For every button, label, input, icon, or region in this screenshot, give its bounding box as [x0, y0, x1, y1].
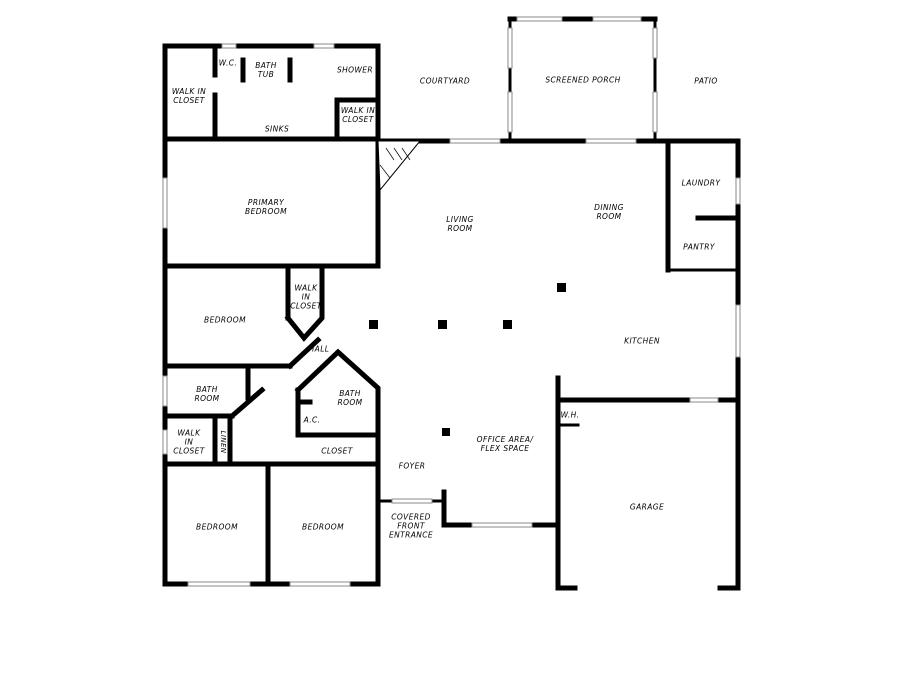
- room-label-bath-room-1: BATH ROOM: [194, 385, 220, 403]
- room-label-screened-porch: SCREENED PORCH: [545, 75, 621, 85]
- room-label-bath-room-2: BATH ROOM: [337, 389, 363, 407]
- room-label-patio: PATIO: [694, 76, 718, 86]
- room-label-hall: HALL: [308, 344, 330, 354]
- room-label-garage: GARAGE: [629, 502, 665, 512]
- room-label-bath-tub: BATH TUB: [255, 61, 277, 79]
- room-label-wh: W.H.: [560, 410, 580, 420]
- room-label-office: OFFICE AREA/ FLEX SPACE: [476, 435, 534, 453]
- room-label-wc: W.C.: [218, 58, 238, 68]
- room-label-sinks: SINKS: [264, 124, 290, 134]
- room-label-linen: LINEN: [219, 430, 227, 454]
- room-label-laundry: LAUNDRY: [681, 178, 721, 188]
- primary-bath-walls: [162, 43, 381, 269]
- screened-porch-walls: [507, 16, 658, 141]
- room-label-kitchen: KITCHEN: [624, 336, 660, 346]
- room-label-living-room: LIVING ROOM: [446, 215, 474, 233]
- room-label-covered-entrance: COVERED FRONT ENTRANCE: [388, 512, 434, 540]
- main-walls: [375, 138, 741, 591]
- room-label-walk-in-closet-4: WALK IN CLOSET: [173, 428, 205, 456]
- room-label-closet: CLOSET: [321, 446, 353, 456]
- room-label-bedroom-1: BEDROOM: [204, 315, 246, 325]
- room-label-pantry: PANTRY: [683, 242, 715, 252]
- room-label-walk-in-closet-3: WALK IN CLOSET: [290, 283, 322, 311]
- room-label-bedroom-2: BEDROOM: [196, 522, 238, 532]
- room-label-foyer: FOYER: [398, 461, 426, 471]
- stair-wedge: [377, 140, 422, 192]
- room-label-shower: SHOWER: [336, 65, 374, 75]
- west-bedroom-walls: [162, 263, 381, 587]
- columns: [369, 283, 566, 436]
- room-label-dining-room: DINING ROOM: [594, 203, 624, 221]
- room-label-walk-in-closet: WALK IN CLOSET: [171, 87, 207, 105]
- room-label-primary-bedroom: PRIMARY BEDROOM: [245, 198, 287, 216]
- room-label-ac: A.C.: [303, 415, 321, 425]
- room-label-walk-in-closet-2: WALK IN CLOSET: [340, 106, 376, 124]
- room-label-courtyard: COURTYARD: [419, 76, 471, 86]
- foyer-office-walls: [376, 489, 561, 528]
- room-label-bedroom-3: BEDROOM: [302, 522, 344, 532]
